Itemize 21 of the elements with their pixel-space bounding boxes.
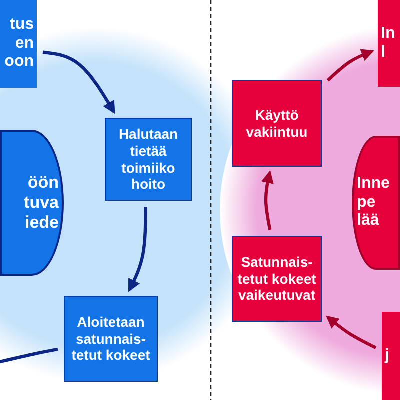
process-box bbox=[0, 0, 37, 88]
node-label: Halutaan tietää toimiiko hoito bbox=[118, 126, 180, 193]
arrow bbox=[261, 170, 274, 230]
arrow bbox=[326, 49, 374, 82]
node-label: öön tuva iede bbox=[24, 172, 59, 234]
arrow bbox=[128, 207, 148, 292]
process-box bbox=[232, 80, 322, 167]
node-label: Inne pe lää bbox=[357, 174, 390, 232]
arrow bbox=[42, 50, 116, 114]
process-box bbox=[382, 312, 400, 400]
node-label: Aloitetaan satunnais-tetut kokeet bbox=[70, 314, 152, 364]
node-label: In l bbox=[381, 24, 396, 62]
node-label: Satunnais-tetut kokeet vaikeutuvat bbox=[236, 254, 318, 304]
process-box bbox=[105, 118, 192, 201]
node-label: tus en oon bbox=[4, 16, 34, 72]
node-label: Käyttö vakiintuu bbox=[245, 106, 309, 140]
process-box bbox=[232, 236, 322, 322]
process-box bbox=[64, 296, 158, 382]
process-box bbox=[378, 0, 400, 87]
arrow bbox=[326, 316, 377, 350]
node-label: j bbox=[385, 346, 390, 366]
